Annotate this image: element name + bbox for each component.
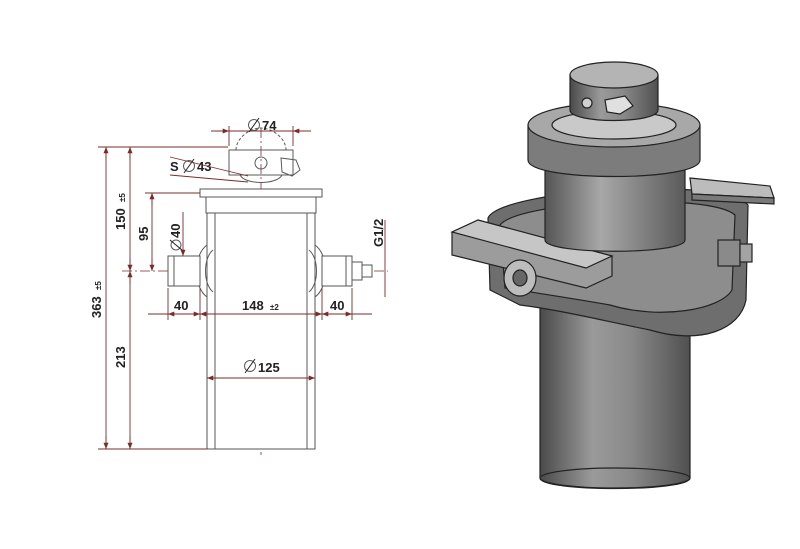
svg-text:40: 40 xyxy=(168,224,183,238)
s43-leader-bottom xyxy=(169,174,249,183)
head-bolt xyxy=(254,156,268,170)
svg-text:148: 148 xyxy=(242,298,264,313)
port-fitting xyxy=(361,264,373,278)
left-trunnion-pin xyxy=(167,255,201,287)
svg-text:±5: ±5 xyxy=(118,193,127,202)
svg-text:74: 74 xyxy=(262,118,277,133)
side-view-drawing: 74 S 43 40 G1/2 363 ±5 xyxy=(89,117,388,455)
svg-text:363: 363 xyxy=(89,296,104,318)
port-nut xyxy=(351,261,363,281)
w148-label: 148 ±2 xyxy=(242,298,279,313)
isometric-render xyxy=(450,61,775,490)
render-left-bracket-top xyxy=(450,219,614,269)
right-trunnion-pin xyxy=(321,255,353,287)
w40-left-label: 40 xyxy=(174,298,188,313)
left-bulge-inner xyxy=(205,249,214,293)
render-upper-cylinder xyxy=(544,159,686,252)
h213-label: 213 xyxy=(113,346,128,368)
svg-text:±5: ±5 xyxy=(94,281,103,290)
svg-text:±2: ±2 xyxy=(270,303,279,312)
render-head-clip xyxy=(604,95,634,115)
s43-leader-top xyxy=(169,156,249,177)
render-left-pin-hole xyxy=(512,269,528,287)
s43-label: S 43 xyxy=(170,158,211,174)
head-neck xyxy=(239,174,283,183)
render-port-body xyxy=(717,239,741,267)
svg-text:S: S xyxy=(170,159,179,174)
render-head-top xyxy=(569,61,659,89)
render-right-bracket-side xyxy=(691,193,775,205)
cylinder-body xyxy=(206,212,316,450)
render-cylinder-bottom xyxy=(539,467,691,489)
d40-label: 40 xyxy=(168,224,183,251)
w40-right-label: 40 xyxy=(330,298,344,313)
d74-label: 74 xyxy=(248,117,277,133)
svg-text:125: 125 xyxy=(258,360,280,375)
svg-text:43: 43 xyxy=(197,159,211,174)
h363-label: 363 ±5 xyxy=(89,281,104,318)
flange xyxy=(199,188,323,214)
top-sphere-outline xyxy=(235,127,287,151)
g12-label: G1/2 xyxy=(371,219,386,247)
svg-text:150: 150 xyxy=(113,208,128,230)
head-clip xyxy=(280,157,301,177)
render-port-fitting xyxy=(739,243,753,263)
h95-label: 95 xyxy=(136,227,151,241)
render-head-bolt xyxy=(581,97,593,109)
h150-label: 150 ±5 xyxy=(113,193,128,230)
d125-label: 125 xyxy=(244,358,280,375)
right-bulge-inner xyxy=(308,249,317,293)
